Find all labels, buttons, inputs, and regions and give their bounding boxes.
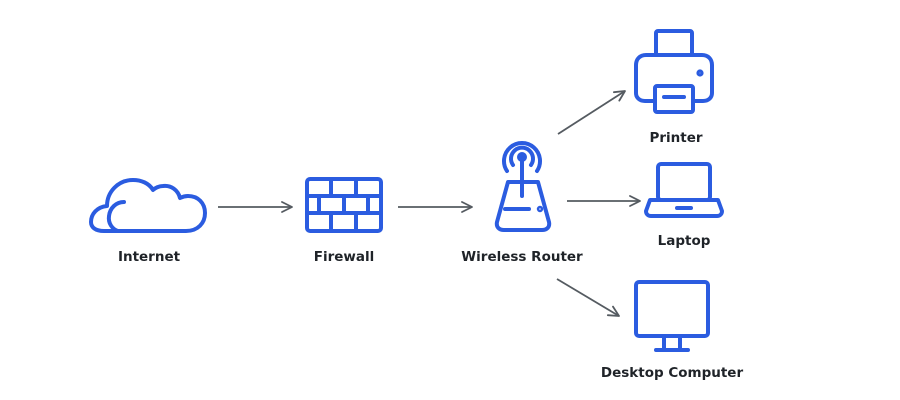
printer-label: Printer: [649, 130, 702, 146]
connections: [218, 90, 641, 317]
laptop-node: Laptop: [644, 162, 724, 249]
laptop-label: Laptop: [658, 233, 711, 249]
desktop-monitor-icon: [634, 280, 710, 352]
cloud-icon: [89, 178, 207, 233]
printer-icon: [634, 29, 714, 114]
internet-label: Internet: [118, 249, 181, 265]
brick-wall-icon: [305, 177, 383, 233]
printer-node: Printer: [634, 29, 714, 146]
router-node: Wireless Router: [461, 141, 583, 265]
internet-node: Internet: [89, 178, 207, 265]
laptop-icon: [644, 162, 724, 218]
desktop-node: Desktop Computer: [601, 280, 744, 381]
wireless-router-icon: [494, 141, 552, 232]
firewall-node: Firewall: [305, 177, 383, 265]
arrow-router-to-printer: [557, 90, 626, 135]
router-label: Wireless Router: [461, 249, 583, 265]
desktop-label: Desktop Computer: [601, 365, 744, 381]
arrow-router-to-desktop: [556, 278, 620, 317]
firewall-label: Firewall: [314, 249, 375, 265]
